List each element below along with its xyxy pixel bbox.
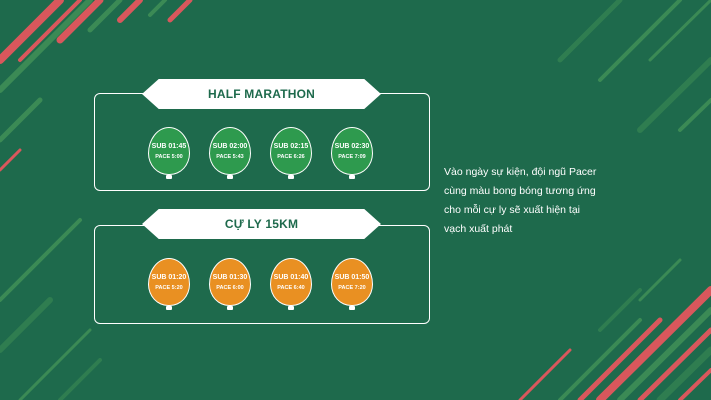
pacer-balloon: SUB 01:40 PACE 6:40 — [270, 258, 312, 310]
balloon-pace: PACE 5:20 — [155, 284, 183, 291]
15km-title: CỰ LY 15KM — [142, 209, 381, 239]
balloon-sub-time: SUB 02:15 — [273, 142, 309, 150]
balloon-pace: PACE 6:26 — [277, 153, 305, 160]
balloon-pace: PACE 7:20 — [338, 284, 366, 291]
balloon-knot — [349, 306, 355, 310]
balloon-sub-time: SUB 01:50 — [334, 273, 370, 281]
pacer-balloon: SUB 01:45 PACE 5:00 — [148, 127, 190, 179]
balloon-pace: PACE 6:40 — [277, 284, 305, 291]
15km-panel — [94, 225, 430, 324]
balloon-sub-time: SUB 01:40 — [273, 273, 309, 281]
balloon-sub-time: SUB 01:20 — [151, 273, 187, 281]
balloon-sub-time: SUB 01:45 — [151, 142, 187, 150]
description-line: Vào ngày sự kiện, đội ngũ Pacer — [444, 166, 597, 178]
balloon-knot — [288, 306, 294, 310]
pacer-description: Vào ngày sự kiện, đội ngũ Pacer cùng màu… — [444, 163, 664, 239]
balloon-sub-time: SUB 01:30 — [212, 273, 248, 281]
balloon-knot — [288, 175, 294, 179]
balloon-knot — [227, 306, 233, 310]
pacer-balloon: SUB 02:30 PACE 7:09 — [331, 127, 373, 179]
pacer-balloon: SUB 02:15 PACE 6:26 — [270, 127, 312, 179]
balloon-knot — [166, 175, 172, 179]
pacer-balloon: SUB 02:00 PACE 5:43 — [209, 127, 251, 179]
balloon-pace: PACE 5:43 — [216, 153, 244, 160]
description-line: cùng màu bong bóng tương ứng — [444, 185, 596, 197]
balloon-sub-time: SUB 02:00 — [212, 142, 248, 150]
balloon-pace: PACE 5:00 — [155, 153, 183, 160]
description-line: vạch xuất phát — [444, 223, 513, 235]
balloon-pace: PACE 7:09 — [338, 153, 366, 160]
balloon-pace: PACE 6:00 — [216, 284, 244, 291]
description-line: cho mỗi cự ly sẽ xuất hiện tại — [444, 204, 581, 216]
pacer-balloon: SUB 01:30 PACE 6:00 — [209, 258, 251, 310]
balloon-sub-time: SUB 02:30 — [334, 142, 370, 150]
balloon-knot — [349, 175, 355, 179]
pacer-balloon: SUB 01:50 PACE 7:20 — [331, 258, 373, 310]
pacer-balloon: SUB 01:20 PACE 5:20 — [148, 258, 190, 310]
balloon-knot — [166, 306, 172, 310]
half-marathon-title: HALF MARATHON — [142, 79, 381, 109]
balloon-knot — [227, 175, 233, 179]
